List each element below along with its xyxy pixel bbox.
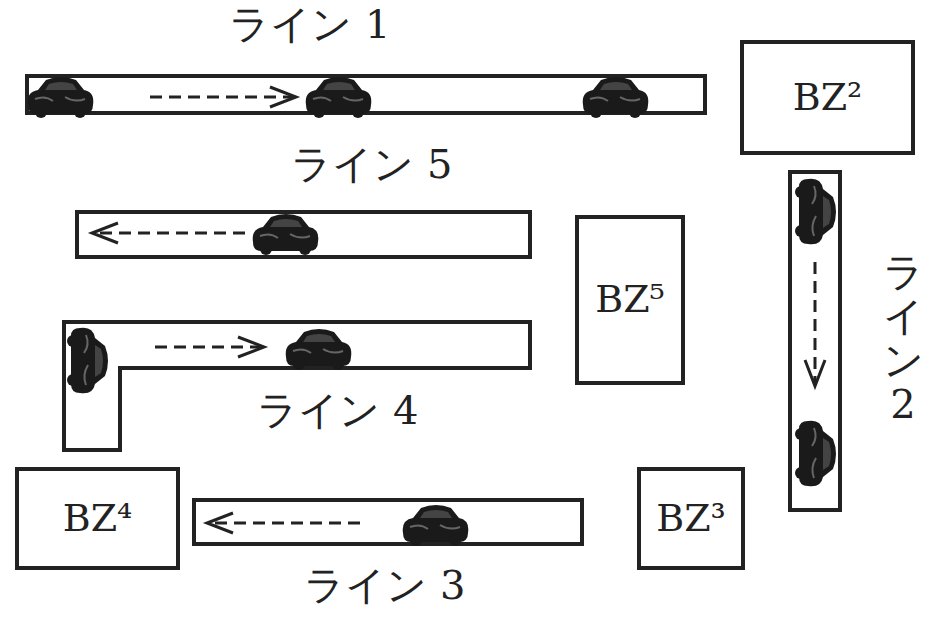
zone-label: BZ³ xyxy=(656,498,726,540)
buffer-zone-box: BZ³ xyxy=(637,467,745,570)
line-name: ライン 2 xyxy=(883,250,923,426)
line-bar xyxy=(77,212,530,257)
line-name: ライン 5 xyxy=(291,142,452,186)
buffer-zone-box: BZ⁵ xyxy=(575,215,685,385)
buffer-zone-box: BZ⁴ xyxy=(15,467,180,570)
line-name: ライン 1 xyxy=(229,2,390,46)
zone-label: BZ² xyxy=(793,77,863,119)
buffer-zone-box: BZ² xyxy=(740,40,915,155)
zone-label: BZ⁵ xyxy=(595,279,665,321)
line-bar xyxy=(790,172,840,510)
line-name: ライン 4 xyxy=(257,388,418,432)
line-bar xyxy=(194,500,582,544)
line-name: ライン 3 xyxy=(304,563,465,607)
zone-label: BZ⁴ xyxy=(63,498,133,540)
line-bar xyxy=(64,322,530,450)
